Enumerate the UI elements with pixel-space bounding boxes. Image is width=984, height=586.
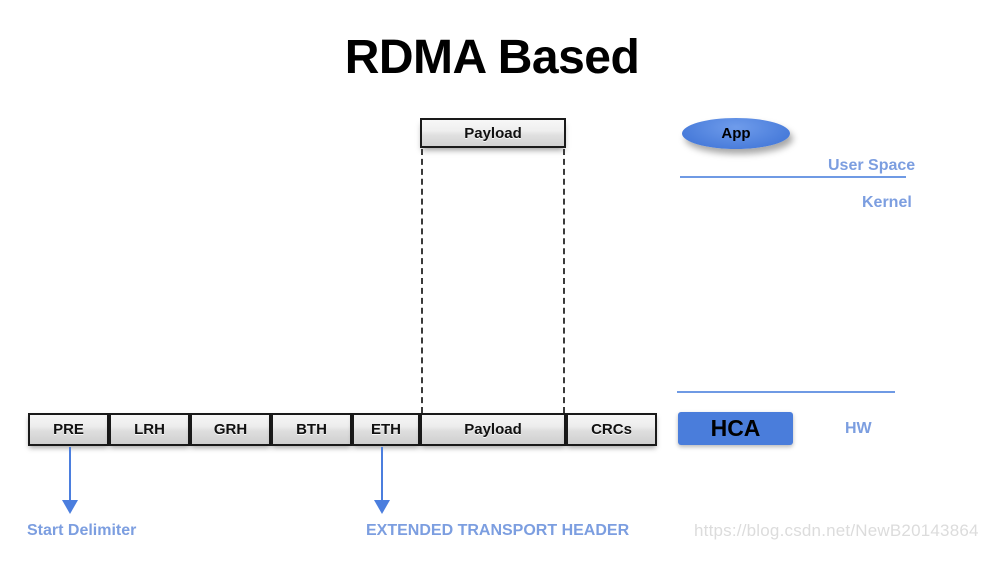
- app-node[interactable]: App: [682, 118, 790, 149]
- user-space-kernel-divider-line: [680, 176, 906, 178]
- payload-connector-left-dashed-line: [421, 149, 423, 413]
- payload-connector-right-dashed-line: [563, 149, 565, 413]
- start-delimiter-arrow-line: [69, 447, 71, 503]
- hw-label: HW: [845, 420, 872, 437]
- extended-transport-header-arrow-head: [374, 500, 390, 514]
- extended-transport-header-arrow-line: [381, 447, 383, 503]
- start-delimiter-label: Start Delimiter: [27, 522, 137, 539]
- top-payload-box: Payload: [420, 118, 566, 148]
- kernel-hardware-divider-line: [677, 391, 895, 393]
- packet-cell-crcs[interactable]: CRCs: [566, 413, 657, 446]
- page-title: RDMA Based: [344, 31, 640, 84]
- packet-cell-payload[interactable]: Payload: [420, 413, 566, 446]
- packet-cell-grh[interactable]: GRH: [190, 413, 271, 446]
- hca-node[interactable]: HCA: [678, 412, 793, 445]
- packet-cell-pre[interactable]: PRE: [28, 413, 109, 446]
- packet-cell-lrh[interactable]: LRH: [109, 413, 190, 446]
- packet-cell-bth[interactable]: BTH: [271, 413, 352, 446]
- extended-transport-header-label: EXTENDED TRANSPORT HEADER: [366, 522, 630, 539]
- packet-cell-eth[interactable]: ETH: [352, 413, 420, 446]
- kernel-label: Kernel: [862, 194, 912, 211]
- start-delimiter-arrow-head: [62, 500, 78, 514]
- user-space-label: User Space: [828, 157, 916, 174]
- watermark: https://blog.csdn.net/NewB20143864: [694, 521, 979, 540]
